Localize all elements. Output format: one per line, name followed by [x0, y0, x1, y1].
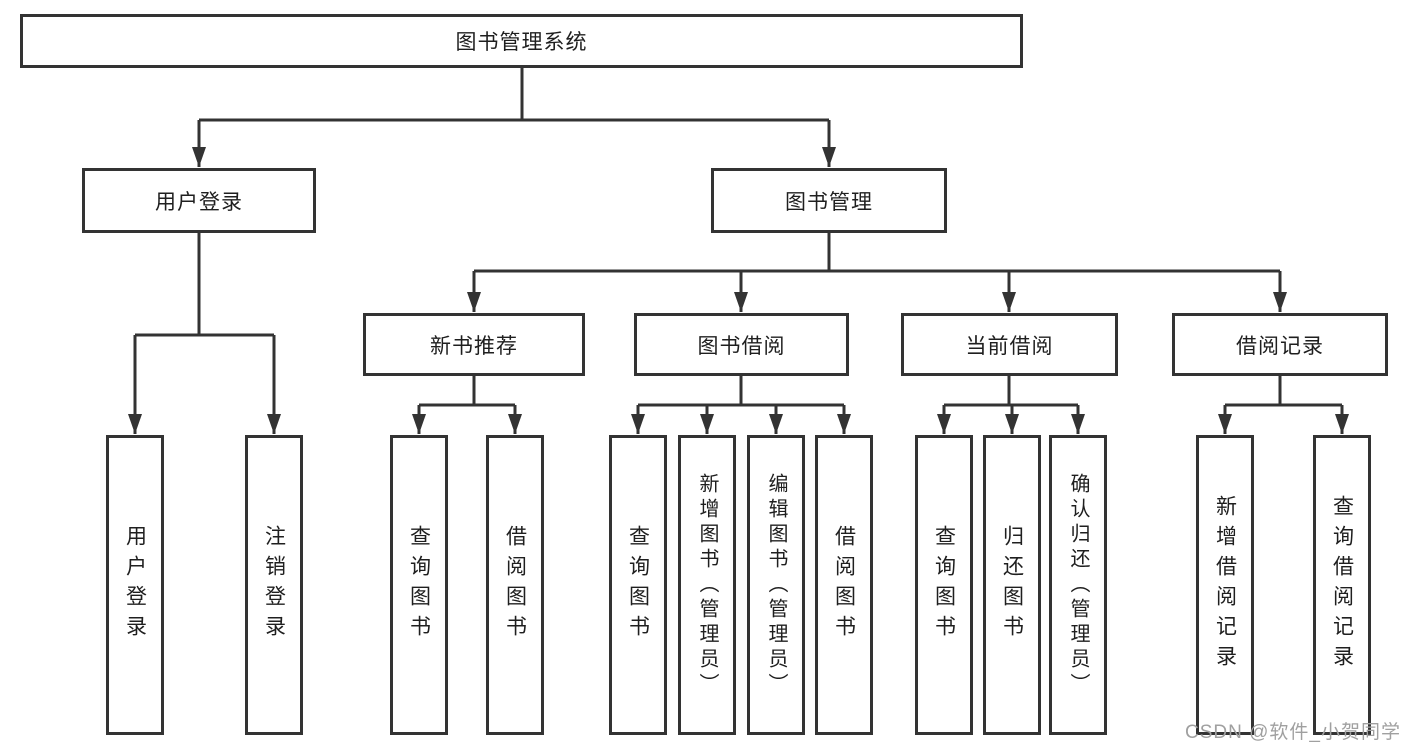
node-label: 用户登录 [155, 190, 243, 214]
node-new-book-recommendation: 新书推荐 [363, 313, 585, 376]
leaf-borrowing-add-books-admin: 新增图书（管理员） [678, 435, 736, 735]
node-label: 借阅记录 [1236, 334, 1324, 358]
leaf-recommend-borrow-books: 借阅图书 [486, 435, 544, 735]
leaf-label: 借阅图书 [832, 525, 856, 645]
node-label: 图书管理系统 [455, 31, 588, 54]
leaf-label: 注销登录 [262, 525, 286, 645]
leaf-label: 查询图书 [626, 525, 650, 645]
node-current-borrowing: 当前借阅 [901, 313, 1118, 376]
leaf-logout-login: 注销登录 [245, 435, 303, 735]
node-borrowing-records: 借阅记录 [1172, 313, 1388, 376]
leaf-label: 查询图书 [407, 525, 431, 645]
leaf-label: 借阅图书 [503, 525, 527, 645]
leaf-label: 新增借阅记录 [1213, 495, 1237, 675]
watermark: CSDN @软件_小贺同学 [1185, 722, 1401, 743]
leaf-borrowing-borrow-books: 借阅图书 [815, 435, 873, 735]
leaf-records-add-borrow-record: 新增借阅记录 [1196, 435, 1254, 735]
leaf-current-query-books: 查询图书 [915, 435, 973, 735]
node-label: 当前借阅 [965, 334, 1054, 358]
leaf-borrowing-edit-books-admin: 编辑图书（管理员） [747, 435, 805, 735]
leaf-user-login: 用户登录 [106, 435, 164, 735]
leaf-current-confirm-return-admin: 确认归还（管理员） [1049, 435, 1107, 735]
node-user-login: 用户登录 [82, 168, 316, 233]
leaf-borrowing-query-books: 查询图书 [609, 435, 667, 735]
node-label: 图书借阅 [697, 334, 786, 358]
node-library-system: 图书管理系统 [20, 14, 1023, 68]
node-label: 图书管理 [785, 190, 873, 214]
leaf-current-return-books: 归还图书 [983, 435, 1041, 735]
leaf-label: 新增图书（管理员） [696, 472, 718, 698]
node-book-management: 图书管理 [711, 168, 947, 233]
leaf-label: 用户登录 [123, 525, 147, 645]
leaf-label: 查询借阅记录 [1330, 495, 1354, 675]
leaf-records-query-borrow-record: 查询借阅记录 [1313, 435, 1371, 735]
leaf-label: 查询图书 [932, 525, 956, 645]
leaf-recommend-query-books: 查询图书 [390, 435, 448, 735]
leaf-label: 归还图书 [1000, 525, 1024, 645]
node-label: 新书推荐 [430, 334, 518, 358]
leaf-label: 编辑图书（管理员） [765, 472, 787, 698]
leaf-label: 确认归还（管理员） [1067, 472, 1089, 698]
node-book-borrowing: 图书借阅 [634, 313, 849, 376]
